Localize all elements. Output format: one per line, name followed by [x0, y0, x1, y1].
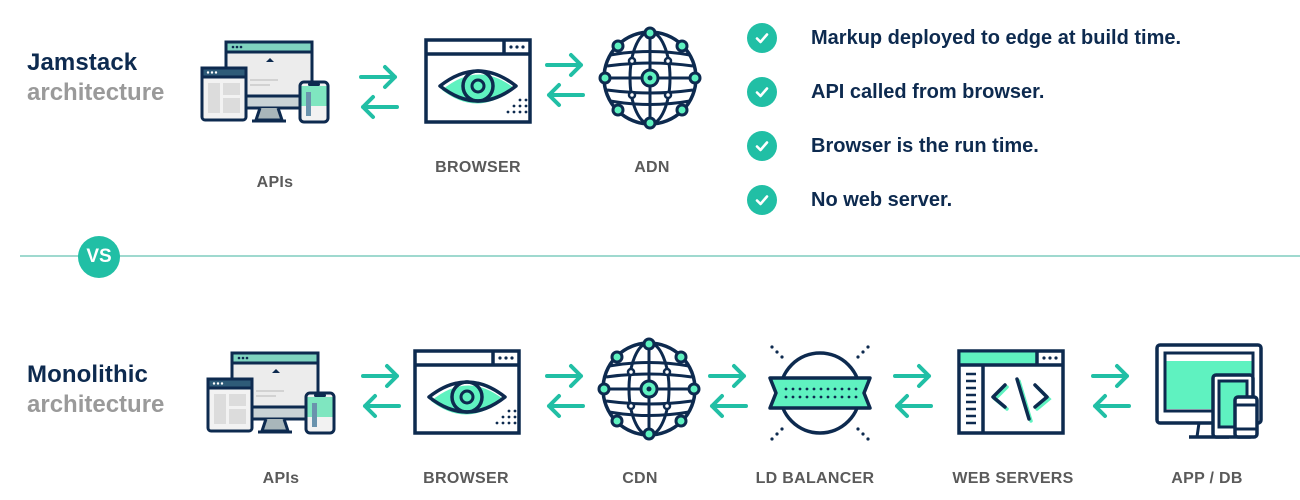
browser-eye-icon: [424, 38, 532, 124]
check-circle-icon: [747, 23, 777, 53]
check-circle-icon: [747, 131, 777, 161]
load-balancer-icon: [768, 343, 872, 443]
bidirectional-arrows-icon: [545, 53, 585, 107]
node-label-browser: BROWSER: [435, 159, 521, 176]
feature-text: API called from browser.: [811, 80, 1045, 103]
browser-eye-icon: [413, 349, 521, 435]
node-label-adn: ADN: [634, 159, 670, 176]
feature-text: Markup deployed to edge at build time.: [811, 26, 1182, 49]
globe-network-icon: [598, 26, 702, 130]
jamstack-subtitle: architecture: [27, 79, 165, 106]
node-label-app-db: APP / DB: [1171, 470, 1243, 487]
node-label-apis: APIs: [262, 470, 300, 487]
globe-network-icon: [597, 337, 701, 441]
bidirectional-arrows-icon: [1091, 364, 1131, 418]
monolithic-heading: Monolithic architecture: [27, 360, 164, 420]
feature-item: No web server.: [747, 182, 1181, 218]
feature-item: Markup deployed to edge at build time.: [747, 20, 1181, 56]
bidirectional-arrows-icon: [361, 364, 401, 418]
node-label-ld-balancer: LD BALANCER: [755, 470, 875, 487]
node-label-browser: BROWSER: [423, 470, 509, 487]
node-label-web-servers: WEB SERVERS: [952, 470, 1074, 487]
check-circle-icon: [747, 185, 777, 215]
jamstack-heading: Jamstack architecture: [27, 48, 164, 108]
feature-text: Browser is the run time.: [811, 134, 1039, 157]
feature-list: Markup deployed to edge at build time. A…: [747, 20, 1181, 218]
bidirectional-arrows-icon: [893, 364, 933, 418]
monolithic-title: Monolithic: [27, 361, 148, 388]
node-label-apis: APIs: [256, 174, 294, 191]
devices-icon: [206, 351, 336, 435]
feature-item: API called from browser.: [747, 74, 1181, 110]
bidirectional-arrows-icon: [359, 65, 399, 119]
feature-text: No web server.: [811, 188, 953, 211]
section-divider: [20, 255, 1300, 257]
monitor-devices-icon: [1155, 343, 1263, 439]
jamstack-title: Jamstack: [27, 49, 138, 76]
bidirectional-arrows-icon: [545, 364, 585, 418]
load-balancer-dots: [784, 387, 858, 399]
bidirectional-arrows-icon: [708, 364, 748, 418]
code-window-icon: [957, 349, 1065, 435]
devices-icon: [200, 40, 330, 124]
node-label-cdn: CDN: [622, 470, 658, 487]
check-circle-icon: [747, 77, 777, 107]
feature-item: Browser is the run time.: [747, 128, 1181, 164]
monolithic-subtitle: architecture: [27, 391, 165, 418]
vs-badge: VS: [78, 236, 120, 278]
